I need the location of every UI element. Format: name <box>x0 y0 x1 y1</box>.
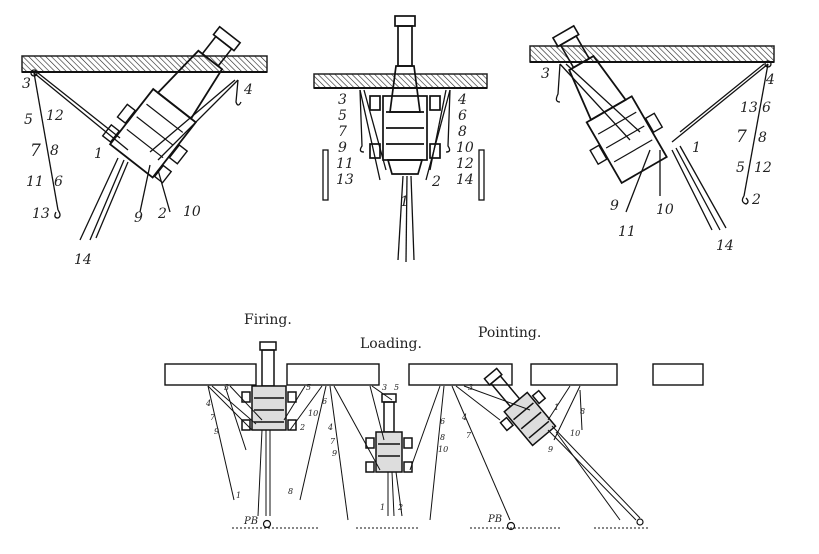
label-12: 12 <box>456 156 474 172</box>
label-8: 8 <box>758 130 767 146</box>
tackle-ropes <box>555 63 769 231</box>
label-9: 9 <box>332 449 337 458</box>
label-7: 7 <box>466 431 472 440</box>
label-3: 3 <box>338 92 347 108</box>
label-8: 8 <box>50 143 59 159</box>
label-7: 7 <box>30 141 41 161</box>
label-6: 6 <box>54 174 63 190</box>
tackle-ropes <box>322 89 485 263</box>
label-1: 1 <box>380 503 385 512</box>
label-4: 4 <box>327 423 333 432</box>
label-9: 9 <box>610 198 619 214</box>
panel-top-center: 3 5 7 9 11 13 4 6 8 10 12 14 2 1 <box>313 15 488 263</box>
label-3: 3 <box>22 76 31 92</box>
panel-top-left: 3 5 7 11 13 12 8 6 4 1 9 2 10 14 <box>21 25 268 268</box>
label-9: 9 <box>134 210 143 226</box>
label-7: 7 <box>338 124 347 140</box>
label-14: 14 <box>716 238 734 254</box>
label-4: 4 <box>765 72 775 88</box>
panel-top-right: 3 4 6 8 12 2 13 7 5 1 9 10 11 14 <box>529 24 775 254</box>
label-14: 14 <box>456 172 474 188</box>
label-13: 13 <box>32 206 50 222</box>
label-5: 5 <box>338 108 347 124</box>
label-1: 1 <box>400 194 409 210</box>
label-4: 4 <box>205 399 211 408</box>
label-10: 10 <box>456 140 474 156</box>
label-4: 4 <box>461 413 467 422</box>
cannon <box>551 24 668 185</box>
label-13: 13 <box>740 100 758 116</box>
label-5: 5 <box>24 112 33 128</box>
label-4: 4 <box>243 82 253 98</box>
label-1: 1 <box>236 491 241 500</box>
label-12: 12 <box>46 108 64 124</box>
label-9: 9 <box>548 445 553 454</box>
label-5: 5 <box>306 383 311 392</box>
label-14: 14 <box>74 252 92 268</box>
panel-bottom: Firing. Loading. Pointing. <box>164 312 704 531</box>
label-9: 9 <box>338 140 347 156</box>
deck-blocks <box>164 363 704 386</box>
label-2: 2 <box>431 174 441 190</box>
label-2: 2 <box>397 503 403 512</box>
label-9: 9 <box>214 427 219 436</box>
label-7: 7 <box>330 437 336 446</box>
label-1: 1 <box>692 140 701 156</box>
label-10: 10 <box>183 204 201 220</box>
bottom-ropes <box>207 385 641 521</box>
label-3: 3 <box>541 66 550 82</box>
label-8: 8 <box>580 407 585 416</box>
cannon <box>101 25 242 184</box>
label-pb-1: PB <box>243 516 258 527</box>
label-6: 6 <box>458 108 467 124</box>
label-13: 13 <box>336 172 354 188</box>
cannon-firing <box>241 341 297 431</box>
label-2: 2 <box>751 192 761 208</box>
label-1: 1 <box>94 146 103 162</box>
label-2: 2 <box>157 206 167 222</box>
label-6: 6 <box>440 417 445 426</box>
label-7: 7 <box>736 127 747 147</box>
label-pb-2: PB <box>487 514 502 525</box>
label-5: 5 <box>736 160 745 176</box>
label-8: 8 <box>440 433 445 442</box>
tackle-ropes <box>33 72 242 241</box>
deck-planking <box>21 55 268 73</box>
label-3: 3 <box>224 383 229 392</box>
label-11: 11 <box>618 224 636 240</box>
label-3: 3 <box>382 383 387 392</box>
label-8: 8 <box>288 487 293 496</box>
cannon <box>369 15 441 175</box>
label-8: 8 <box>458 124 467 140</box>
label-3: 3 <box>468 383 473 392</box>
caption-firing: Firing. <box>244 312 292 328</box>
caption-pointing: Pointing. <box>478 325 541 341</box>
label-11: 11 <box>336 156 354 172</box>
label-5: 5 <box>394 383 399 392</box>
label-10: 10 <box>308 409 318 418</box>
label-1: 1 <box>554 403 559 412</box>
label-10: 10 <box>656 202 674 218</box>
deck-planking <box>313 73 488 89</box>
label-10: 10 <box>570 429 580 438</box>
label-10: 10 <box>438 445 448 454</box>
cannon-loading <box>365 393 413 473</box>
label-12: 12 <box>754 160 772 176</box>
caption-loading: Loading. <box>360 336 422 352</box>
label-7: 7 <box>210 413 216 422</box>
label-6: 6 <box>322 397 327 406</box>
label-6: 6 <box>762 100 771 116</box>
label-4: 4 <box>457 92 467 108</box>
label-11: 11 <box>26 174 44 190</box>
label-2: 2 <box>299 423 305 432</box>
